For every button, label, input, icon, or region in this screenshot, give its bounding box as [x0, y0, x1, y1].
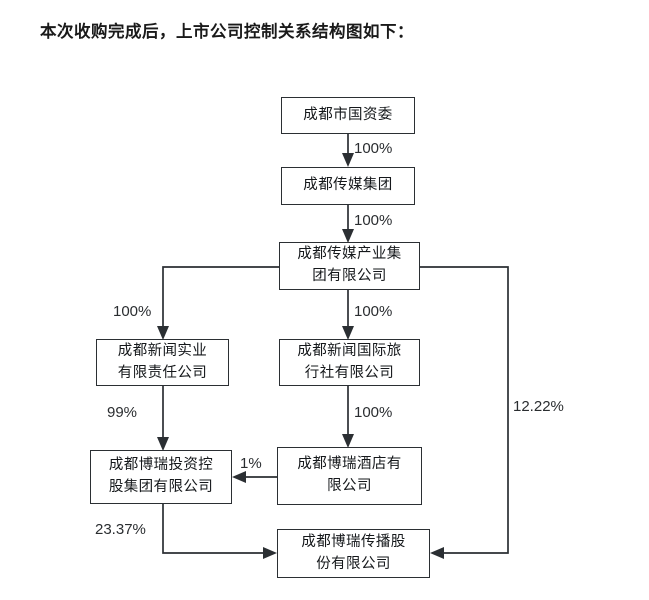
edge-label-travel-borui-hotel: 100% — [354, 404, 393, 421]
arrowhead-news-ind-to-borui-invest — [157, 437, 169, 451]
edge-label-media-group-media-ind: 100% — [354, 212, 393, 229]
node-borui-hotel[interactable]: 成都博瑞酒店有 限公司 — [277, 447, 422, 505]
edge-label-sasac-media-group: 100% — [354, 140, 393, 157]
arrowhead-travel-to-borui-hotel — [342, 434, 354, 448]
edge-borui-invest-to-borui-media — [162, 504, 266, 554]
node-media-industry-group[interactable]: 成都传媒产业集 团有限公司 — [279, 242, 420, 290]
edge-label-borui-hotel-borui-invest: 1% — [240, 455, 262, 472]
edge-label-media-ind-travel: 100% — [354, 303, 393, 320]
node-borui-hotel-line2: 限公司 — [327, 478, 372, 494]
node-media-industry-group-label: 成都传媒产业集 团有限公司 — [284, 244, 415, 288]
node-media-group-label: 成都传媒集团 — [303, 177, 393, 194]
node-borui-hotel-line1: 成都博瑞酒店有 — [297, 456, 402, 473]
node-international-travel-line1: 成都新闻国际旅 — [297, 342, 402, 359]
node-media-industry-group-line1: 成都传媒产业集 — [297, 246, 402, 263]
node-media-group[interactable]: 成都传媒集团 — [281, 167, 415, 205]
node-borui-media-line1: 成都博瑞传播股 — [301, 533, 406, 550]
arrowhead-media-ind-to-travel — [342, 326, 354, 340]
node-borui-media[interactable]: 成都博瑞传播股 份有限公司 — [277, 529, 430, 578]
arrowhead-media-group-to-media-ind — [342, 229, 354, 243]
arrowhead-media-ind-to-news-ind — [157, 326, 169, 340]
page-title: 本次收购完成后，上市公司控制关系结构图如下： — [40, 22, 414, 41]
edge-label-borui-invest-borui-media: 23.37% — [95, 521, 146, 538]
node-news-industry-line2: 有限责任公司 — [117, 364, 208, 381]
edge-media-ind-to-news-ind — [162, 266, 279, 331]
arrowhead-borui-invest-to-borui-media — [263, 547, 277, 559]
edge-label-media-ind-news-ind: 100% — [113, 303, 152, 320]
arrowhead-media-ind-to-borui-media — [430, 547, 444, 559]
node-borui-investment-holding-line2: 股集团有限公司 — [108, 479, 214, 495]
arrowhead-sasac-to-media-group — [342, 153, 354, 167]
node-borui-media-label: 成都博瑞传播股 份有限公司 — [282, 532, 425, 576]
node-international-travel[interactable]: 成都新闻国际旅 行社有限公司 — [279, 339, 420, 386]
node-news-industry-label: 成都新闻实业 有限责任公司 — [101, 341, 224, 385]
node-borui-investment-holding[interactable]: 成都博瑞投资控 股集团有限公司 — [90, 450, 232, 504]
edge-label-news-ind-borui-invest: 99% — [107, 404, 138, 421]
edge-label-media-ind-borui-media: 12.22% — [513, 398, 564, 415]
node-borui-investment-holding-label: 成都博瑞投资控 股集团有限公司 — [95, 455, 227, 499]
node-sasac[interactable]: 成都市国资委 — [281, 97, 415, 134]
node-borui-media-line2: 份有限公司 — [316, 555, 391, 572]
node-news-industry[interactable]: 成都新闻实业 有限责任公司 — [96, 339, 229, 386]
node-borui-hotel-label: 成都博瑞酒店有 限公司 — [282, 454, 417, 498]
node-borui-investment-holding-line1: 成都博瑞投资控 — [108, 457, 214, 474]
node-sasac-label: 成都市国资委 — [303, 106, 393, 123]
node-news-industry-line1: 成都新闻实业 — [117, 342, 208, 359]
arrowhead-borui-hotel-to-borui-invest — [232, 471, 246, 483]
node-media-industry-group-line2: 团有限公司 — [312, 268, 387, 284]
node-international-travel-line2: 行社有限公司 — [304, 364, 395, 381]
node-international-travel-label: 成都新闻国际旅 行社有限公司 — [284, 341, 415, 385]
edge-media-ind-to-borui-media — [420, 266, 509, 554]
